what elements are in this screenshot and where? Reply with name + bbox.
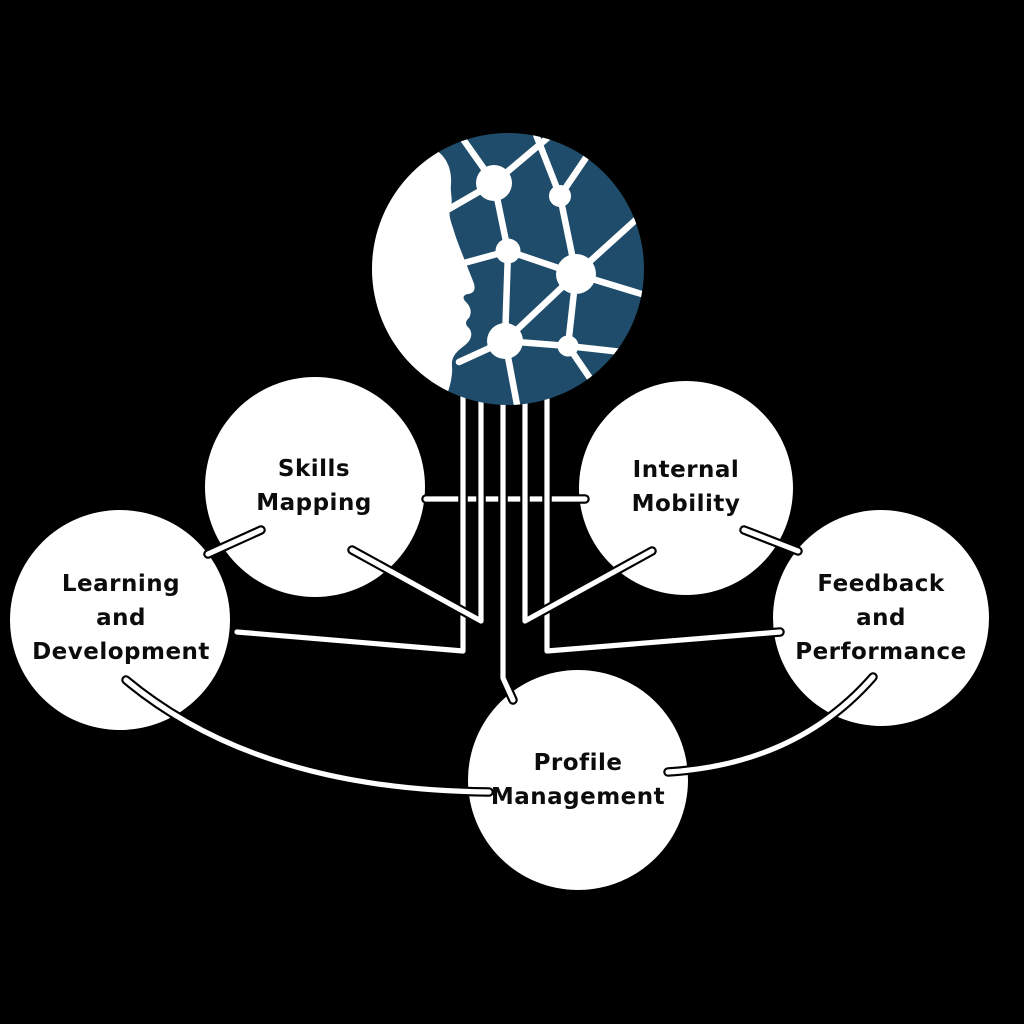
node-label-learning-and-development: Learning and Development [32,571,210,665]
node-label-profile-management: Profile Management [490,750,666,810]
spoke-hub-learning [232,391,468,656]
network-node [476,165,512,201]
connector-core [123,677,492,795]
spoke-hub-internal [520,391,657,626]
node-label-skills-mapping: Skills Mapping [256,456,372,516]
connector-core [349,393,484,624]
network-edge [529,133,564,200]
connectors [121,391,878,797]
node-label-feedback-and-performance: Feedback and Performance [795,571,967,665]
connector-core [544,393,783,654]
network-node [556,254,596,294]
connector-core [741,527,801,554]
link-feedback-profile [663,672,878,777]
link-learning-profile [121,675,494,797]
connector-core [205,527,264,557]
hub [372,133,644,405]
network-node [557,335,579,357]
node-label-internal-mobility: Internal Mobility [631,457,741,517]
node-circle-feedback-and-performance [773,510,989,726]
node-circle-internal-mobility [579,381,793,595]
spoke-hub-feedback [542,391,785,656]
spoke-hub-skills [347,391,486,626]
node-circle-profile-management [468,670,688,890]
connector-core [522,393,655,624]
network-node [487,323,523,359]
node-circle-learning-and-development [10,510,230,730]
connector-core [665,674,876,775]
connector-core [500,393,516,703]
link-learning-skills [203,525,266,559]
connector-core [234,393,466,654]
network-node [549,185,571,207]
satellite-circles [10,377,989,890]
network-nodes [476,165,596,359]
node-circle-skills-mapping [205,377,425,597]
network-node [495,238,521,264]
link-internal-feedback [739,525,803,556]
spoke-hub-profile [498,391,518,705]
